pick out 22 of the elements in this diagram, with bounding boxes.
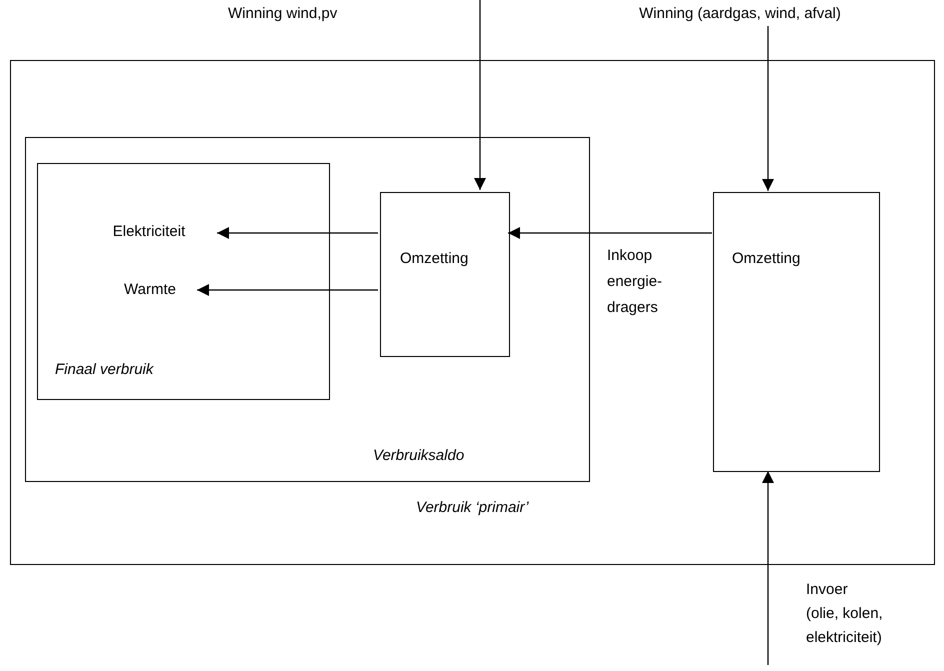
process-box [713, 192, 880, 472]
process-box [25, 137, 590, 482]
box-title: Finaal verbruik [55, 360, 154, 380]
arrow [197, 284, 378, 296]
process-box [380, 192, 510, 357]
box-title: Verbruiksaldo [373, 446, 464, 466]
box-title: Omzetting [732, 249, 800, 269]
arrow [762, 471, 774, 665]
arrow [217, 227, 378, 239]
box-title: Omzetting [400, 249, 468, 269]
node-label: Elektriciteit [112, 222, 186, 242]
arrow [762, 26, 774, 191]
process-box [37, 163, 330, 400]
arrow [508, 227, 712, 239]
node-label: Winning (aardgas, wind, afval) [638, 4, 842, 24]
box-title: Verbruik ‘primair’ [416, 498, 529, 518]
node-label: Invoer [805, 580, 849, 600]
process-box [10, 60, 935, 565]
input-label: Winning wind,pv [228, 4, 338, 24]
arrow [474, 0, 486, 190]
node-label: Warmte [123, 280, 177, 300]
node-label: (olie, kolen, elektriciteit) [805, 604, 884, 648]
